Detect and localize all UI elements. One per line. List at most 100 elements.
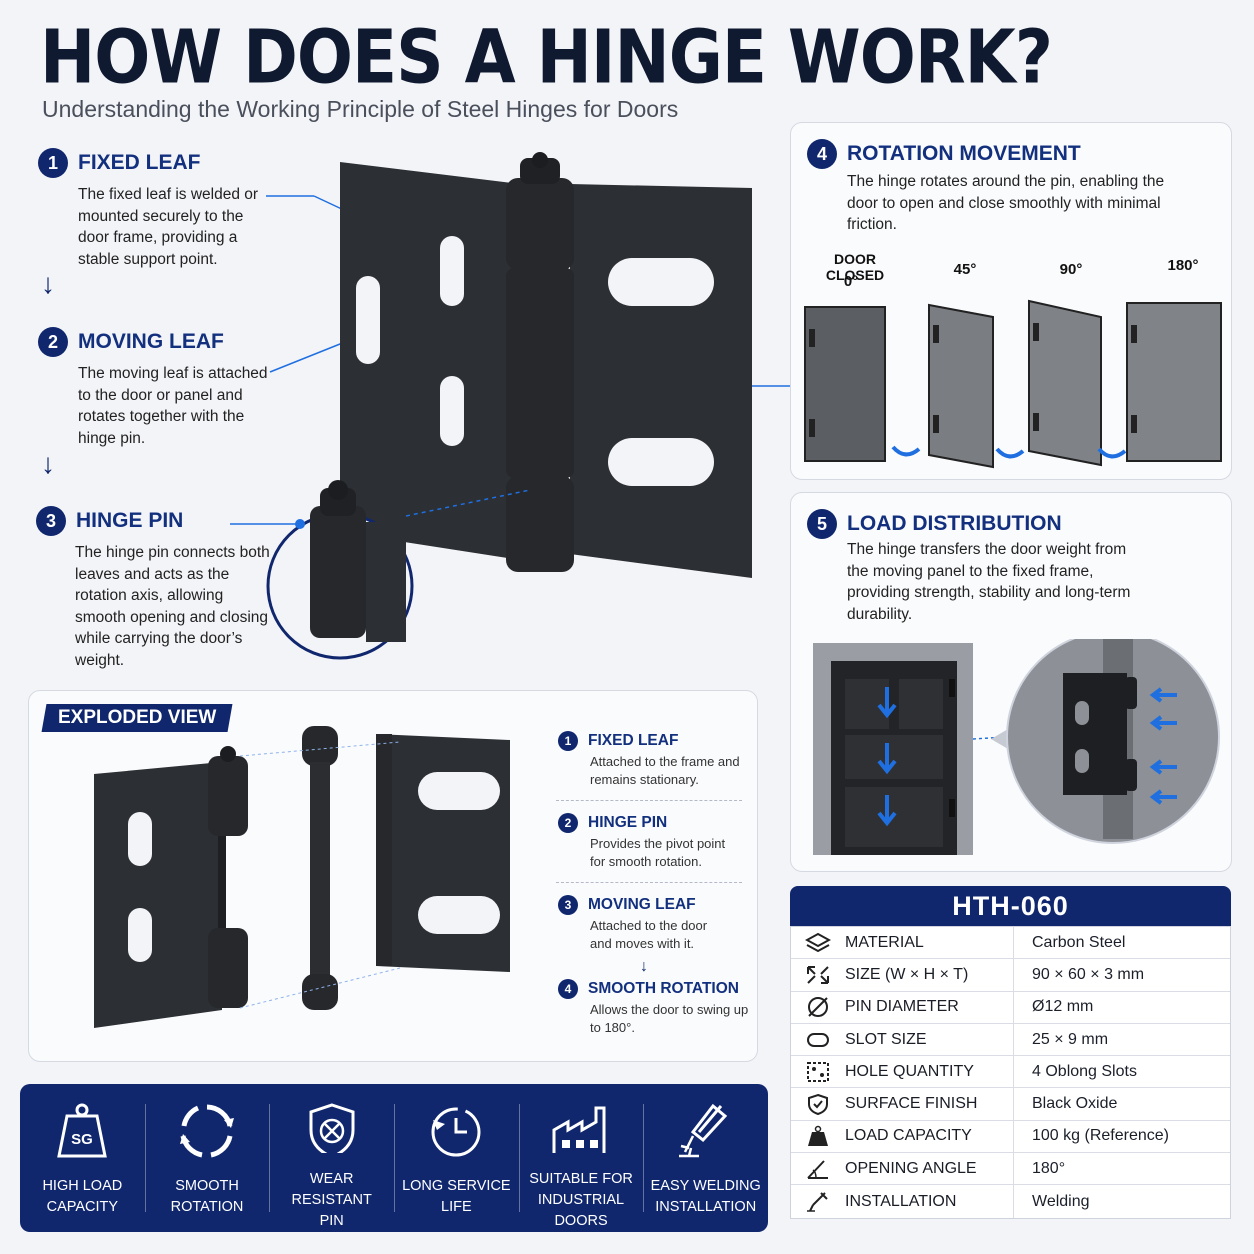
step-title: FIXED LEAF bbox=[78, 151, 201, 174]
features-bar: SG HIGH LOAD CAPACITY SMOOTH ROTATION WEAR… bbox=[20, 1084, 768, 1232]
welding-icon bbox=[791, 1191, 845, 1213]
exploded-item-hinge-pin: 2 HINGE PIN Provides the pivot point for … bbox=[558, 813, 742, 871]
spec-row: MATERIAL Carbon Steel bbox=[791, 927, 1230, 960]
item-number: 1 bbox=[558, 731, 578, 751]
step-title: MOVING LEAF bbox=[78, 330, 224, 353]
feature-label: SUITABLE FOR bbox=[529, 1171, 633, 1187]
spec-model-header: HTH-060 bbox=[790, 886, 1231, 926]
holes-icon bbox=[791, 1061, 845, 1083]
item-number: 3 bbox=[558, 895, 578, 915]
weight-icon-text: SG bbox=[71, 1131, 93, 1148]
feature-label: SMOOTH bbox=[175, 1178, 239, 1194]
feature-label: HIGH LOAD bbox=[42, 1178, 123, 1194]
step-number: 3 bbox=[36, 506, 66, 536]
step-text: The hinge pin connects both leaves and a… bbox=[75, 544, 270, 669]
divider bbox=[556, 800, 742, 801]
step-number: 1 bbox=[38, 148, 68, 178]
rotation-text: The hinge rotates around the pin, enabli… bbox=[847, 173, 1165, 233]
spec-label: INSTALLATION bbox=[845, 1192, 957, 1210]
diameter-icon bbox=[791, 996, 845, 1018]
step-text: The fixed leaf is welded or mounted secu… bbox=[78, 186, 259, 268]
item-number: 2 bbox=[558, 813, 578, 833]
step-hinge-pin: 3 HINGE PIN The hinge pin connects both … bbox=[36, 506, 276, 671]
item-title: MOVING LEAF bbox=[588, 896, 696, 913]
step-number: 4 bbox=[807, 139, 837, 169]
spec-table: MATERIAL Carbon Steel SIZE (W × H × T) 9… bbox=[790, 926, 1231, 1219]
feature-label: INDUSTRIAL DOORS bbox=[537, 1192, 625, 1229]
divider bbox=[556, 882, 742, 883]
spec-value: 90 × 60 × 3 mm bbox=[1013, 959, 1230, 991]
feature-label: PIN bbox=[319, 1213, 344, 1229]
spec-label: HOLE QUANTITY bbox=[845, 1062, 974, 1080]
feature-label: WEAR RESISTANT bbox=[291, 1171, 372, 1208]
spec-value: Welding bbox=[1013, 1185, 1230, 1218]
step-text: The moving leaf is attached to the door … bbox=[78, 365, 268, 447]
factory-icon bbox=[552, 1106, 606, 1153]
spec-row: SLOT SIZE 25 × 9 mm bbox=[791, 1023, 1230, 1057]
spec-value: 180° bbox=[1013, 1153, 1230, 1185]
weight-icon: SG bbox=[57, 1103, 108, 1158]
item-title: SMOOTH ROTATION bbox=[588, 980, 739, 997]
exploded-item-moving-leaf: 3 MOVING LEAF Attached to the door and mo… bbox=[558, 895, 710, 953]
spec-row: OPENING ANGLE 180° bbox=[791, 1153, 1230, 1186]
item-text: Provides the pivot point for smooth rota… bbox=[590, 836, 726, 869]
spec-value: 100 kg (Reference) bbox=[1013, 1120, 1230, 1153]
spec-label: OPENING ANGLE bbox=[845, 1159, 977, 1177]
step-fixed-leaf: 1 FIXED LEAF The fixed leaf is welded or… bbox=[38, 148, 278, 270]
feature-label: LONG SERVICE bbox=[402, 1178, 511, 1194]
expand-icon bbox=[791, 964, 845, 986]
shield-icon bbox=[309, 1103, 355, 1153]
angle-label-0: 0° bbox=[843, 273, 859, 290]
feature-label: CAPACITY bbox=[46, 1199, 119, 1215]
feature-high-load: SG HIGH LOAD CAPACITY bbox=[20, 1084, 145, 1232]
spec-value: 25 × 9 mm bbox=[1013, 1023, 1230, 1056]
step-moving-leaf: 2 MOVING LEAF The moving leaf is attache… bbox=[38, 327, 278, 449]
item-text: Allows the door to swing up to 180°. bbox=[590, 1002, 749, 1035]
step-number: 5 bbox=[807, 509, 837, 539]
item-text: Attached to the door and moves with it. bbox=[590, 918, 708, 951]
item-title: FIXED LEAF bbox=[588, 732, 679, 749]
feature-smooth-rotation: SMOOTH ROTATION bbox=[144, 1084, 270, 1232]
item-number: 4 bbox=[558, 979, 578, 999]
layers-icon bbox=[791, 932, 845, 954]
shield-icon bbox=[791, 1093, 845, 1116]
spec-row: SURFACE FINISH Black Oxide bbox=[791, 1088, 1230, 1121]
rotation-panel: 4 ROTATION MOVEMENT The hinge rotates ar… bbox=[790, 122, 1232, 480]
item-title: HINGE PIN bbox=[588, 814, 668, 831]
angle-label-45: 45° bbox=[953, 261, 977, 278]
step-title: HINGE PIN bbox=[76, 509, 184, 532]
spec-label: LOAD CAPACITY bbox=[845, 1127, 972, 1145]
down-arrow-icon: ↓ bbox=[41, 268, 55, 299]
angle-icon bbox=[791, 1158, 845, 1180]
feature-label: ROTATION bbox=[170, 1199, 244, 1215]
step-number: 2 bbox=[38, 327, 68, 357]
spec-label: MATERIAL bbox=[845, 933, 924, 951]
down-arrow-icon: ↓ bbox=[41, 448, 55, 479]
spec-row: LOAD CAPACITY 100 kg (Reference) bbox=[791, 1120, 1230, 1154]
exploded-illustration bbox=[94, 726, 510, 1028]
load-diagram bbox=[813, 639, 1220, 855]
spec-label: SIZE (W × H × T) bbox=[845, 965, 969, 983]
feature-label: LIFE bbox=[441, 1199, 472, 1215]
angle-label-180: 180° bbox=[1167, 257, 1199, 274]
rotation-title: ROTATION MOVEMENT bbox=[847, 142, 1081, 165]
page-title: HOW DOES A HINGE WORK? bbox=[40, 14, 1053, 101]
spec-value: 4 Oblong Slots bbox=[1013, 1056, 1230, 1088]
load-text: The hinge transfers the door weight from… bbox=[847, 541, 1131, 623]
rotation-icon bbox=[180, 1104, 234, 1158]
spec-label: SLOT SIZE bbox=[845, 1030, 927, 1048]
exploded-item-smooth-rotation: 4 SMOOTH ROTATION Allows the door to swin… bbox=[558, 979, 750, 1037]
slot-icon bbox=[791, 1029, 845, 1051]
feature-long-service: LONG SERVICE LIFE bbox=[394, 1084, 519, 1232]
weight-icon bbox=[791, 1125, 845, 1147]
feature-industrial-doors: SUITABLE FOR INDUSTRIAL DOORS bbox=[518, 1084, 644, 1232]
load-panel: 5 LOAD DISTRIBUTION The hinge transfers … bbox=[790, 492, 1232, 872]
spec-row: PIN DIAMETER Ø12 mm bbox=[791, 991, 1230, 1024]
hinge-illustration bbox=[230, 152, 790, 660]
spec-value: Carbon Steel bbox=[1013, 927, 1230, 959]
spec-row: HOLE QUANTITY 4 Oblong Slots bbox=[791, 1056, 1230, 1089]
spec-value: Black Oxide bbox=[1013, 1088, 1230, 1120]
spec-row: SIZE (W × H × T) 90 × 60 × 3 mm bbox=[791, 959, 1230, 992]
